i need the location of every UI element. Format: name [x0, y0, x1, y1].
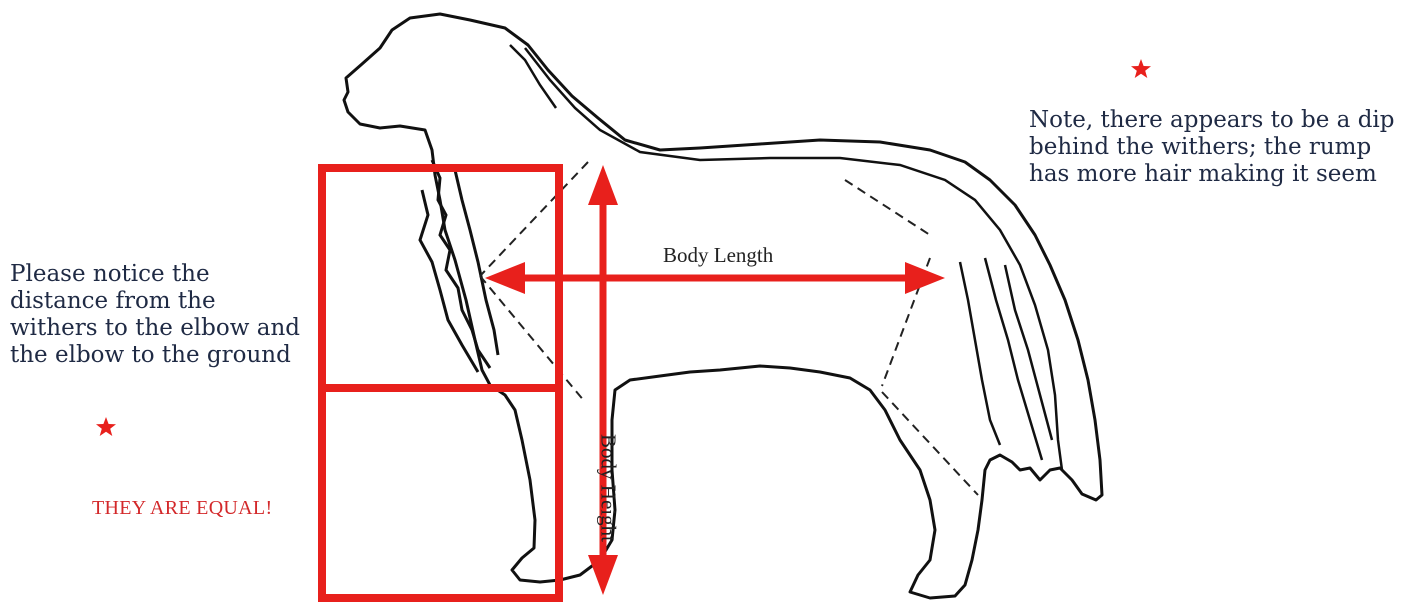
- dog-outline: [344, 14, 1102, 598]
- right-note-line: has more hair making it seem: [1029, 161, 1422, 188]
- right-note-line: behind the withers; the rump: [1029, 134, 1422, 161]
- star-icon: [1130, 58, 1152, 80]
- right-note: Note, there appears to be a dip behind t…: [1029, 107, 1422, 188]
- body-height-label: Body Height: [596, 418, 621, 558]
- tail-fringe: [960, 258, 1052, 460]
- ear-outline: [510, 45, 556, 108]
- lower-box: [322, 388, 559, 598]
- equal-callout: THEY ARE EQUAL!: [92, 497, 272, 520]
- body-length-label: Body Length: [663, 243, 773, 268]
- star-icon: [95, 416, 117, 438]
- right-note-line: Note, there appears to be a dip: [1029, 107, 1422, 134]
- chest-fur: [420, 160, 498, 372]
- left-note: Please notice the distance from the with…: [10, 261, 300, 369]
